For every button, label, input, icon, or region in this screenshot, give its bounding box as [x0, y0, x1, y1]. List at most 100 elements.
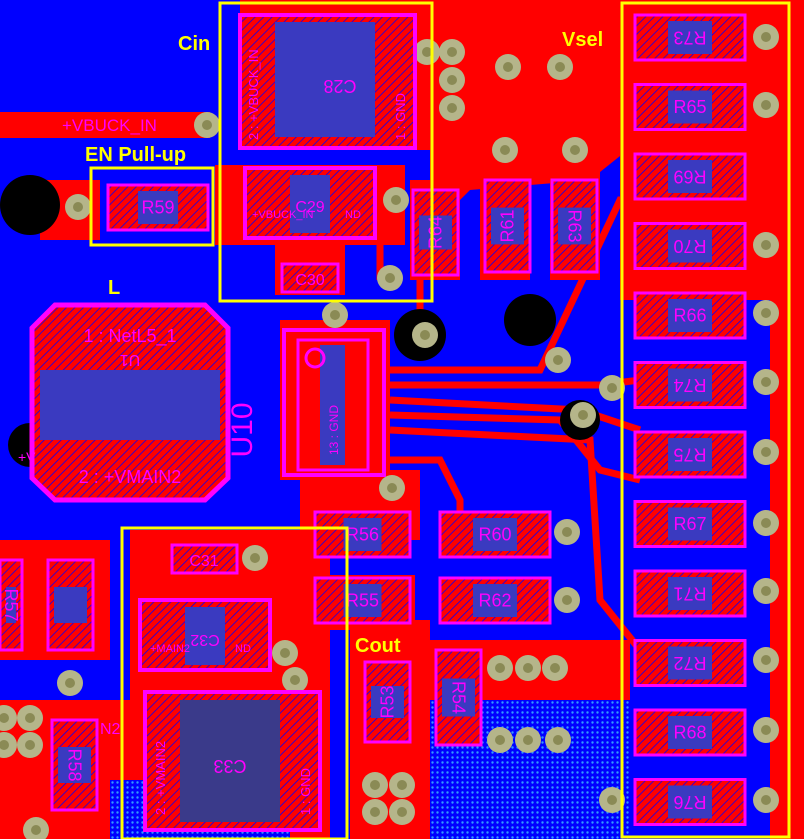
- c31-ref: C31: [189, 553, 218, 570]
- resistor-r65-ref: R65: [673, 97, 706, 117]
- via-drill: [500, 145, 510, 155]
- resistor-r63: R63: [550, 178, 599, 274]
- via-drill: [550, 663, 560, 673]
- capacitor-c29: +VBUCK_IN C29 ND: [243, 166, 377, 240]
- resistor-r53: R53: [363, 660, 412, 744]
- via-drill: [65, 678, 75, 688]
- resistor-r73-ref: R73: [673, 28, 706, 48]
- via-drill: [387, 483, 397, 493]
- resistor-r62: R62: [438, 576, 552, 625]
- resistor-r58-ref: R58: [65, 748, 85, 781]
- c30-ref: C30: [295, 272, 324, 289]
- via-drill: [761, 795, 771, 805]
- via-drill: [495, 663, 505, 673]
- via-drill: [761, 100, 771, 110]
- via-drill: [761, 377, 771, 387]
- inductor-pin2: 2 : +VMAIN2: [79, 467, 182, 487]
- via-drill: [761, 586, 771, 596]
- resistor-r55-ref: R55: [346, 591, 379, 611]
- annotation-boxes: [89, 1, 791, 839]
- resistor-r57: R57: [0, 558, 24, 652]
- resistor-r61: R61: [483, 178, 532, 274]
- via-drill: [290, 675, 300, 685]
- c28-pin1: 1 : GND: [393, 93, 408, 140]
- capacitor-c28: 2 : +VBUCK_IN C28 1 : GND: [238, 13, 417, 150]
- via-drill: [370, 807, 380, 817]
- c33-ref: C33: [213, 756, 246, 776]
- via-drill: [391, 195, 401, 205]
- via-drill: [607, 383, 617, 393]
- resistor-r58: R58: [50, 718, 99, 812]
- via-drill: [397, 780, 407, 790]
- ic-ref: U10: [226, 402, 259, 457]
- inductor-pin1: 1 : NetL5_1: [83, 326, 176, 347]
- c29-pin2: +VBUCK_IN: [252, 209, 313, 221]
- resistor-r67-ref: R67: [673, 514, 706, 534]
- vias: [0, 24, 779, 839]
- resistor-r73: R73: [633, 13, 747, 62]
- cin-box: [218, 1, 434, 303]
- resistor-r63-ref: R63: [565, 209, 585, 242]
- resistor-r53-ref: R53: [378, 685, 398, 718]
- via-drill: [761, 725, 771, 735]
- via-drill: [523, 735, 533, 745]
- via-drill: [370, 780, 380, 790]
- capacitor-c32: +MAIN2 C32 ND: [138, 598, 272, 672]
- net-vmain2-fragment: N2: [100, 721, 121, 738]
- resistor-r56: R56: [313, 510, 412, 559]
- via-drill: [761, 655, 771, 665]
- c33-pin1: 1 : GND: [298, 768, 313, 815]
- annotation-cin: Cin: [178, 33, 210, 55]
- inductor-ref: U1: [120, 351, 141, 368]
- resistor-r71: R71: [633, 569, 747, 618]
- via-drill: [761, 32, 771, 42]
- c28-ref: C28: [323, 76, 356, 96]
- net-v-fragment: +V: [18, 449, 36, 465]
- via-drill: [523, 663, 533, 673]
- resistor-r61-ref: R61: [498, 209, 518, 242]
- resistor-r67: R67: [633, 500, 747, 548]
- via-drill: [25, 713, 35, 723]
- via-drill: [447, 75, 457, 85]
- via-drill: [31, 825, 41, 835]
- resistor-r52: [46, 558, 95, 652]
- c33-pin2: 2 : +VMAIN2: [153, 741, 168, 815]
- resistor-r69: R69: [633, 152, 747, 201]
- via-drill: [555, 62, 565, 72]
- c29-pin1: ND: [345, 209, 361, 221]
- via-drill: [562, 527, 572, 537]
- via-drill: [25, 740, 35, 750]
- annotation-cout: Cout: [355, 635, 401, 657]
- capacitor-c31: C31: [170, 543, 239, 575]
- ic-pad: 13 : GND: [327, 405, 341, 455]
- inductor-l: 1 : NetL5_1 U1 2 : +VMAIN2: [29, 302, 231, 503]
- annotation-l: L: [108, 277, 120, 299]
- resistor-r76: R76: [633, 778, 747, 826]
- via-drill: [761, 308, 771, 318]
- c32-pin1: ND: [235, 643, 251, 655]
- resistor-r70-ref: R70: [673, 236, 706, 256]
- resistor-r57-ref: R57: [1, 588, 21, 621]
- via-drill: [397, 807, 407, 817]
- via-drill: [385, 273, 395, 283]
- resistor-r75: R75: [633, 430, 747, 479]
- via-drill: [73, 202, 83, 212]
- resistor-r60-ref: R60: [478, 525, 511, 545]
- resistor-r56-ref: R56: [346, 525, 379, 545]
- capacitor-c33: 2 : +VMAIN2 C33 1 : GND: [143, 690, 322, 832]
- c29-ref: C29: [295, 199, 324, 216]
- via-drill: [761, 518, 771, 528]
- via-drill: [250, 553, 260, 563]
- via-drill: [420, 330, 430, 340]
- via-drill: [607, 795, 617, 805]
- resistor-r70: R70: [633, 222, 747, 270]
- via-drill: [0, 713, 9, 723]
- net-vbuck-in: +VBUCK_IN: [62, 116, 157, 135]
- resistor-r68-ref: R68: [673, 723, 706, 743]
- via-drill: [280, 648, 290, 658]
- annotation-en-pullup: EN Pull-up: [85, 144, 186, 166]
- resistor-r69-ref: R69: [673, 167, 706, 187]
